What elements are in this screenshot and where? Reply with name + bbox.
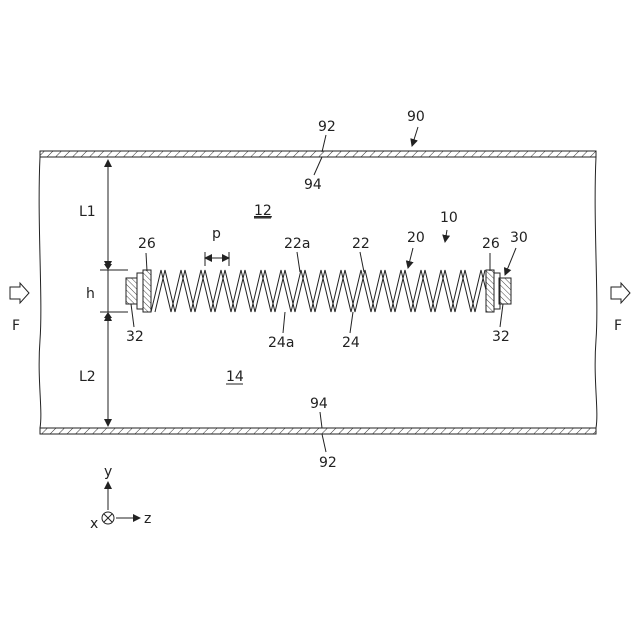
leader-10	[445, 230, 447, 242]
label-10: 10	[440, 210, 458, 226]
label-20: 20	[407, 230, 425, 246]
label-22a: 22a	[284, 236, 310, 252]
lower-wall	[40, 428, 596, 434]
leader-90	[412, 127, 418, 146]
label-94-top: 94	[304, 177, 322, 193]
leader-94-top	[314, 157, 322, 175]
upper-wall	[40, 151, 596, 157]
label-region-12: 12	[254, 203, 272, 219]
leader-32-left	[131, 304, 134, 327]
right-end-holder	[486, 270, 511, 312]
dim-label-h: h	[86, 286, 95, 302]
flow-out-label: F	[614, 318, 622, 334]
label-32-right: 32	[492, 329, 510, 345]
pipe-right-break	[595, 157, 597, 428]
dim-arrow-h-top	[104, 264, 112, 270]
axis-label-x: x	[90, 516, 98, 532]
label-92-top: 92	[318, 119, 336, 135]
leader-20	[408, 248, 413, 268]
label-90: 90	[407, 109, 425, 125]
pitch-label: p	[212, 226, 221, 242]
flow-out-arrow	[611, 283, 630, 303]
label-24a: 24a	[268, 335, 294, 351]
label-30: 30	[510, 230, 528, 246]
pipe-left-break	[39, 157, 41, 428]
leader-26-left	[146, 253, 147, 271]
axis-label-y: y	[104, 464, 112, 480]
leader-24a	[283, 312, 285, 333]
flow-in-label: F	[12, 318, 20, 334]
coordinate-axes	[102, 482, 140, 524]
label-26-right: 26	[482, 236, 500, 252]
flow-in-arrow	[10, 283, 29, 303]
label-94-bottom: 94	[310, 396, 328, 412]
label-92-bottom: 92	[319, 455, 337, 471]
label-22: 22	[352, 236, 370, 252]
label-region-14: 14	[226, 369, 244, 385]
dim-label-l2: L2	[79, 369, 96, 385]
leader-92-top	[322, 135, 326, 152]
label-26-left: 26	[138, 236, 156, 252]
leader-22	[360, 252, 364, 272]
leader-92-bottom	[322, 434, 326, 452]
spring-outer-line	[151, 270, 486, 312]
leader-30	[505, 248, 516, 275]
label-24: 24	[342, 335, 360, 351]
axis-label-z: z	[144, 511, 151, 527]
leader-24	[350, 312, 353, 333]
label-32-left: 32	[126, 329, 144, 345]
leader-94-bottom	[320, 412, 322, 428]
left-end-holder	[126, 270, 151, 312]
leader-22a	[297, 252, 300, 272]
dim-label-l1: L1	[79, 204, 96, 220]
